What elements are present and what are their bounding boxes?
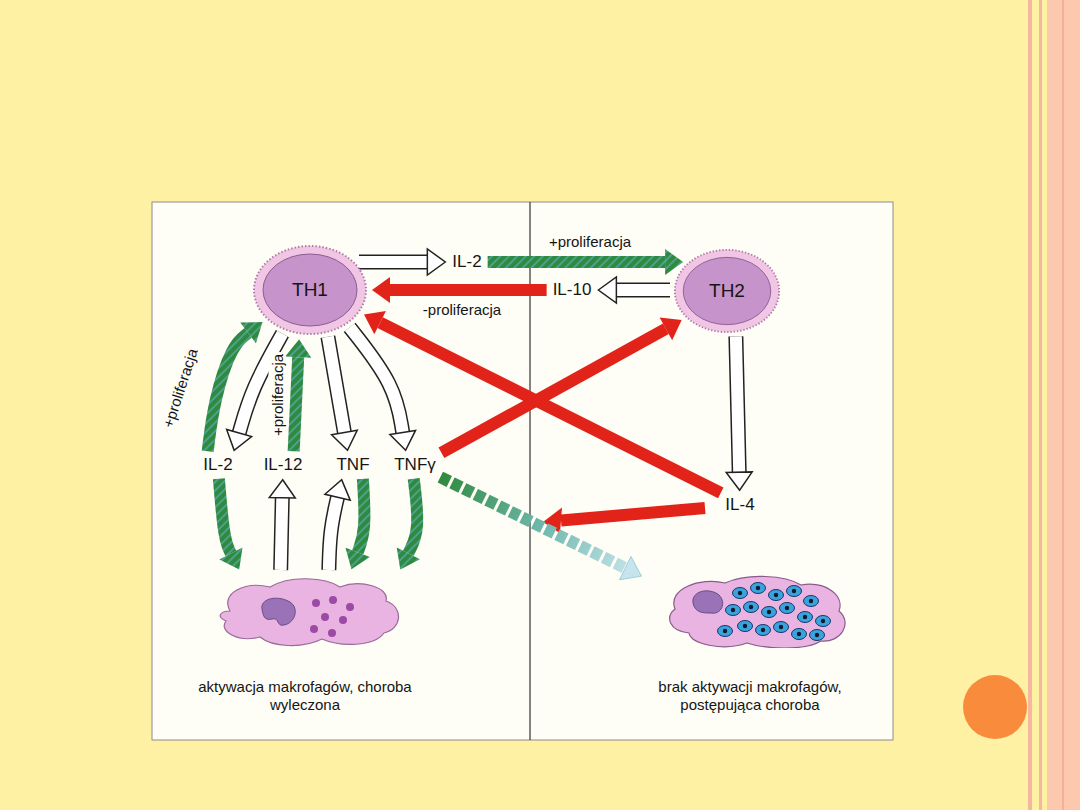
arrow-outline [328,337,345,433]
arrow-shaft [358,479,365,553]
cytokine-arrow [219,479,243,570]
arrow-head [269,480,295,498]
arrow-shaft [380,323,721,493]
cytokine-name: IL-2 [452,252,481,271]
proliferation-label: -proliferacja [421,301,503,318]
arrow-outline [329,497,338,570]
cytokine-arrow [325,480,350,570]
arrow-shaft [616,284,670,296]
arrow-head [325,480,350,500]
arrow-head [364,311,386,334]
inhibition-shaft [561,508,705,520]
macrophage: aktywacja makrofagów, choroba wyleczona [190,573,420,714]
macrophage-cell [645,573,855,648]
arrow-head [726,472,752,490]
macrophage: brak aktywacji makrofagów, postępująca c… [645,573,855,714]
cytokine-arrow [598,277,670,303]
cytokine-name: IL-10 [553,280,592,299]
proliferation-label: +proliferacja [159,344,202,431]
decor-dot [963,675,1027,739]
arrow-head [660,317,682,340]
arrow-shaft [441,329,666,453]
arrow-shaft [329,497,338,570]
macrophage-cell [190,573,420,648]
arrow-outline [350,327,403,432]
arrow-shaft [440,477,625,568]
arrow-shaft [488,256,665,268]
t-helper-cell: TH2 [673,248,781,334]
slide-stripe [1028,0,1032,810]
arrow-head [390,430,416,450]
cytokine-label: TNF [333,454,372,476]
cytokine-label: IL-12 [261,454,306,476]
arrow-shaft [281,498,283,570]
arrow-head [372,277,390,303]
cytokine-arrow [359,249,445,275]
cytokine-arrow [440,477,641,580]
arrow-shaft [736,336,739,472]
arrow-outline [736,336,739,472]
cytokine-arrow [441,317,681,452]
arrow-head [397,548,420,570]
cytokine-arrow [208,322,263,451]
cytokine-name: TNF [336,455,369,474]
arrow-head [227,429,252,450]
inhibition-arrow [543,508,705,534]
arrow-outline [281,498,283,570]
cytokine-arrow [350,327,416,450]
caption: aktywacja makrofagów, choroba wyleczona [190,678,420,714]
arrow-outline [616,282,670,297]
cytokine-label: IL-2 [200,454,235,476]
arrow-head [332,430,358,450]
cytokine-name: IL-12 [264,455,303,474]
slide-band [1047,0,1080,810]
cytokine-label: TNFγ [391,454,439,476]
figure-panel [152,202,893,740]
arrow-head [427,249,445,275]
proliferation-label: +proliferacja [547,233,633,250]
arrow-shaft [350,327,403,432]
arrow-shaft [208,333,248,451]
cytokine-arrow [488,249,683,275]
cytokine-arrow [269,480,295,570]
cytokine-arrow [726,336,752,490]
cytokine-name: IL-4 [725,495,754,514]
divider-line [529,202,530,740]
arrow-shaft [328,337,345,433]
arrow-head [346,548,370,569]
arrow-shaft [294,357,299,451]
arrow-head [620,556,642,579]
proliferation-label: +proliferacja [269,352,286,438]
cytokine-label: IL-10 [550,279,595,301]
arrow-head [240,322,262,343]
t-helper-cell: TH1 [252,244,368,336]
arrow-head [219,547,242,569]
arrow-shaft [390,284,547,296]
cytokine-arrow [372,277,547,303]
arrow-shaft [408,479,417,554]
cytokine-arrow [397,479,420,570]
arrow-shaft [219,479,231,554]
cell-name: TH2 [709,280,745,302]
cytokine-label: IL-2 [449,251,484,273]
cytokine-arrow [364,311,721,493]
cytokine-label: IL-4 [722,494,757,516]
arrow-shaft [359,256,427,268]
cytokine-name: IL-2 [203,455,232,474]
cytokine-name: TNFγ [394,455,436,474]
arrow-head [598,277,616,303]
slide-stripe [1039,0,1042,810]
arrow-outline [359,254,427,269]
cell-name: TH1 [292,279,328,301]
cytokine-arrow [328,337,357,450]
cytokine-arrow [346,479,370,569]
caption: brak aktywacji makrofagów, postępująca c… [645,678,855,714]
slide-stripe [1062,0,1064,810]
arrow-head [285,339,311,358]
cytokine-arrow [285,339,311,451]
